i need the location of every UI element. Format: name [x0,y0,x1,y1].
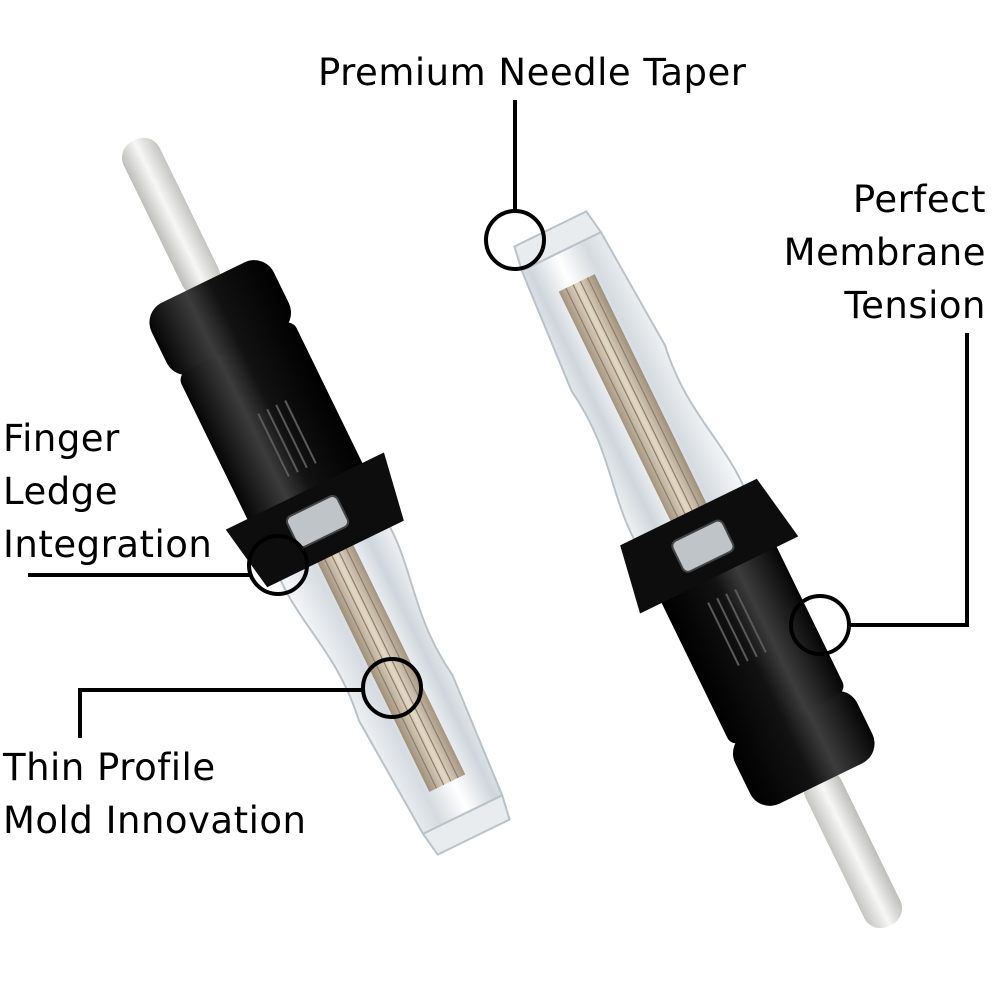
left-ledge-window [285,495,350,549]
membrane-tension-callout: Perfect Membrane Tension [784,173,986,332]
left-grip-ribs [257,400,317,478]
left-rear-cap [149,260,292,376]
right-tip [513,210,603,273]
right-cartridge [513,210,903,929]
membrane-label-line-2: Membrane [783,231,986,274]
membrane-label-line-3: Tension [844,284,986,327]
finger-ledge-label-line-3: Integration [3,523,213,566]
membrane-highlight-circle [789,594,851,656]
thin-profile-label-line-2: Mold Innovation [3,799,307,842]
needle-taper-callout: Premium Needle Taper [318,46,747,99]
left-tip [421,793,511,856]
thin-profile-callout: Thin Profile Mold Innovation [3,741,306,847]
right-needle-group [558,274,716,539]
right-ledge-window [671,519,735,573]
left-black-body [180,322,364,525]
right-rear-cap [732,690,875,806]
needle-taper-label: Premium Needle Taper [318,51,747,94]
thin-profile-label-line-1: Thin Profile [3,746,216,789]
left-drive-rod [121,137,221,296]
membrane-label-line-1: Perfect [852,178,986,221]
right-drive-rod [803,770,903,929]
finger-ledge-label-line-1: Finger [3,417,120,460]
finger-ledge-label-line-2: Ledge [3,470,118,513]
thin-profile-leader [78,688,364,738]
finger-ledge-highlight-circle [247,534,309,596]
right-grip-ribs [707,588,767,666]
needle-taper-highlight-circle [484,209,546,271]
membrane-leader [848,333,969,627]
finger-ledge-callout: Finger Ledge Integration [3,412,212,571]
right-black-body [660,541,844,744]
